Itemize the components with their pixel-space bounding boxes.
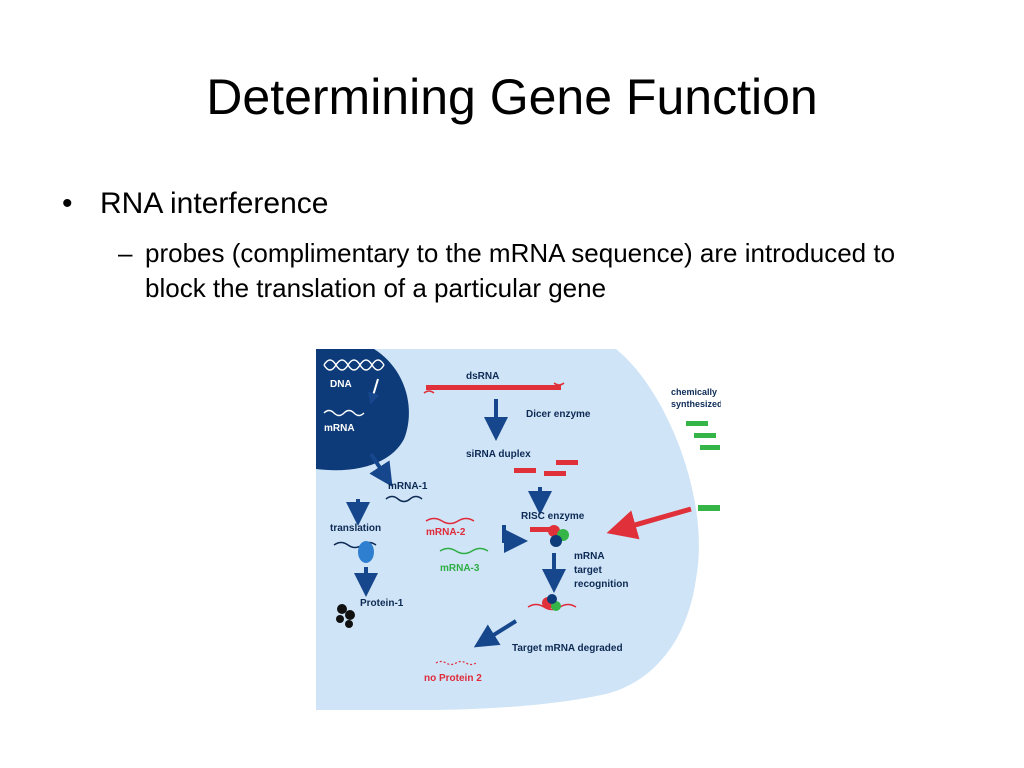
mrna1-label: mRNA-1 — [388, 481, 428, 492]
chem-sirna-label-1: chemically — [671, 387, 717, 397]
sub-bullet-marker: – — [118, 238, 133, 268]
sirna-duplex-label: siRNA duplex — [466, 449, 531, 460]
mrna-label: mRNA — [324, 423, 355, 434]
nucleus — [316, 349, 409, 471]
dna-label: DNA — [330, 379, 352, 390]
dsrna-strand — [426, 385, 561, 390]
sirna-duplex-icon — [514, 460, 578, 476]
target-label-1: mRNA — [574, 551, 605, 562]
chemical-sirna-icon — [686, 421, 720, 511]
chem-sirna-arrow — [606, 506, 692, 540]
protein1-label: Protein-1 — [360, 598, 404, 609]
no-protein-label: no Protein 2 — [424, 673, 482, 684]
dna-helix-icon — [323, 359, 385, 371]
translation-label: translation — [330, 523, 381, 534]
mrna-wave-icon — [323, 409, 365, 417]
protein-icon — [336, 604, 355, 628]
chem-sirna-label-2: synthesized siRNA — [671, 399, 721, 409]
target-label-2: target — [574, 565, 602, 576]
dicer-label: Dicer enzyme — [526, 409, 591, 420]
target-label-3: recognition — [574, 579, 628, 590]
risc-label: RISC enzyme — [521, 511, 585, 522]
risc-complex-icon — [530, 525, 569, 547]
rnai-diagram: DNA mRNA dsRNA Dicer enzyme siRNA duplex… — [316, 349, 721, 710]
target-complex-icon — [527, 594, 577, 611]
ribosome-icon — [358, 541, 374, 563]
bullet-marker: • — [62, 187, 73, 220]
dsrna-label: dsRNA — [466, 371, 499, 382]
mrna2-label: mRNA-2 — [426, 527, 466, 538]
degraded-label: Target mRNA degraded — [512, 643, 623, 654]
slide-title: Determining Gene Function — [206, 69, 818, 125]
rnai-diagram-svg: DNA mRNA dsRNA Dicer enzyme siRNA duplex… — [316, 349, 721, 710]
sub-bullet-text: probes (complimentary to the mRNA sequen… — [145, 238, 896, 303]
mrna3-label: mRNA-3 — [440, 563, 480, 574]
bullet-text: RNA interference — [100, 187, 329, 220]
